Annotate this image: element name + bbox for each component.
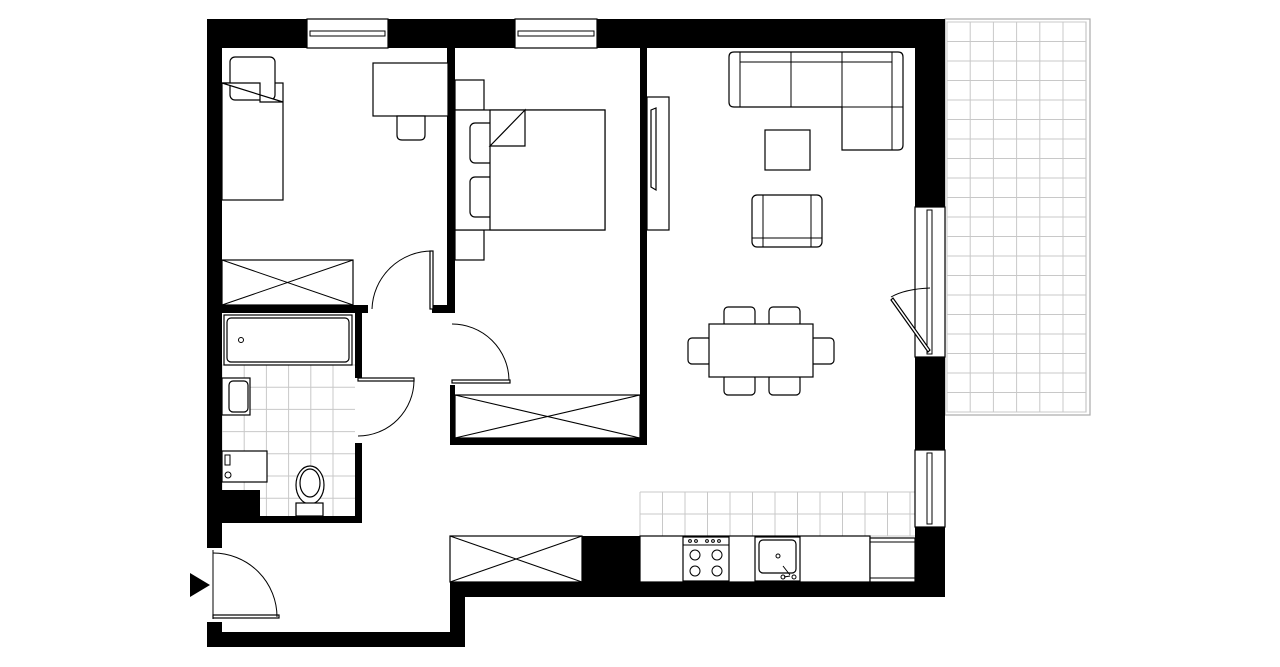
- fridge: [869, 537, 916, 583]
- wardrobe-hallway: [449, 535, 583, 583]
- bedroom-2-door[interactable]: [451, 323, 511, 384]
- stove: [682, 536, 730, 582]
- washbasin: [221, 377, 251, 416]
- balcony-door-window: [890, 206, 946, 358]
- desk: [372, 62, 449, 141]
- window-kitchen: [914, 449, 946, 528]
- walls: [207, 19, 945, 647]
- wardrobe-bedroom-2: [454, 394, 641, 439]
- nightstand: [454, 229, 485, 261]
- entry-door[interactable]: [212, 550, 280, 619]
- bathroom-door[interactable]: [357, 377, 415, 437]
- kitchen-backsplash-tiles: [639, 491, 915, 537]
- window-bedroom-2: [514, 18, 598, 49]
- dining-set: [687, 306, 835, 396]
- entry-arrow-icon: [190, 573, 210, 597]
- bathtub: [223, 314, 353, 366]
- washing-machine: [221, 450, 268, 483]
- single-bed: [221, 56, 284, 201]
- nightstand: [454, 79, 485, 111]
- coffee-table: [764, 129, 811, 171]
- toilet: [295, 465, 325, 517]
- bedroom-1-door[interactable]: [371, 250, 434, 310]
- kitchen-sink: [754, 536, 801, 582]
- window-bedroom-1: [306, 18, 389, 49]
- tv-unit: [646, 96, 670, 231]
- balcony: [944, 18, 1091, 416]
- corner-sofa: [728, 51, 904, 151]
- double-bed: [454, 108, 606, 231]
- dining-table: [708, 323, 814, 378]
- wardrobe-bedroom-1: [221, 259, 354, 306]
- armchair: [751, 194, 823, 248]
